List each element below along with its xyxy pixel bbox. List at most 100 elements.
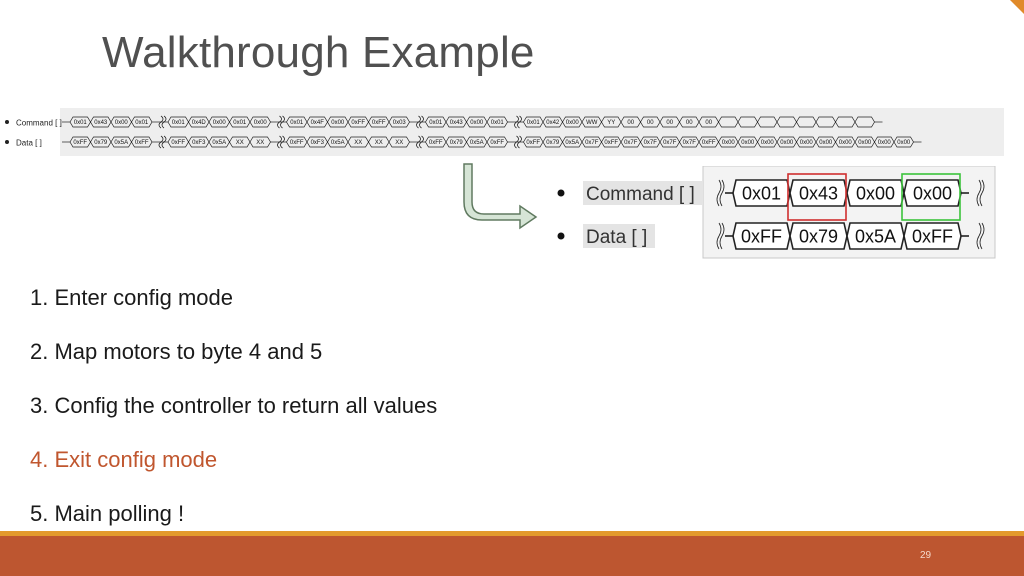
data-byte: 0x00 [741,140,755,146]
data-byte: 0x00 [839,140,853,146]
break-mark [716,179,722,207]
data-byte: 0x7F [683,140,697,146]
highlight-box-green [901,173,961,221]
highlight-box-red [787,173,847,221]
data-byte: 0x00 [761,140,775,146]
footer-accent-line [0,531,1024,536]
corner-accent [1010,0,1024,14]
command-byte: 0x4D [192,120,207,126]
data-byte: 0xFF [702,140,716,146]
command-byte: 0x00 [470,120,484,126]
page-number: 29 [920,550,932,561]
data-byte: XX [256,140,264,146]
data-byte: 0xFF [135,140,149,146]
command-byte: 0x01 [74,120,88,126]
break-mark [719,179,725,207]
data-byte: 0xFF [490,140,504,146]
data-byte: XX [375,140,383,146]
waveform-command-label: Command [ ] [16,119,62,128]
command-byte: WW [586,120,598,126]
command-byte: 00 [666,120,673,126]
data-byte: XX [236,140,244,146]
zoom-data-byte: 0x79 [799,226,838,246]
data-byte: 0x5A [565,140,579,146]
command-byte: 0x01 [135,120,149,126]
steps-list: 1. Enter config mode 2. Map motors to by… [30,282,437,552]
break-mark [976,222,982,250]
command-byte: 0x01 [233,120,247,126]
data-byte: 0xFF [73,140,87,146]
footer-bar [0,536,1024,576]
break-mark [979,222,985,250]
command-byte: 0x42 [546,120,560,126]
command-byte: 0xFF [372,120,386,126]
data-byte: 0x79 [546,140,560,146]
data-byte: 0x7F [624,140,638,146]
data-byte: 0xF3 [311,140,325,146]
waveform-strip: Command [ ] Data [ ] 0x01 0x43 0x00 0x01 0x0… [5,108,1004,156]
data-byte: 0xFF [429,140,443,146]
data-byte: 0x5A [470,140,484,146]
data-byte: 0x00 [780,140,794,146]
zoom-command-byte: 0x00 [913,183,952,203]
command-byte: 0x03 [393,120,407,126]
command-byte: YY [607,120,615,126]
data-byte: 0x00 [897,140,911,146]
command-byte: 00 [686,120,693,126]
command-byte: 0x43 [94,120,108,126]
zoom-arrow-icon [463,163,538,230]
data-byte: 0x7F [585,140,599,146]
command-byte: 0x01 [429,120,443,126]
command-byte: 00 [705,120,712,126]
data-byte: 0xFF [171,140,185,146]
step-item-4: 4. Exit config mode [30,447,218,472]
data-byte: 0xFF [604,140,618,146]
data-byte: 0x7F [663,140,677,146]
bullet-icon [5,140,9,144]
command-byte: 00 [647,120,654,126]
break-mark [719,222,725,250]
zoom-command-byte: 0x01 [742,183,781,203]
break-mark [976,179,982,207]
command-byte: 0x00 [566,120,580,126]
zoom-data-byte: 0xFF [741,226,782,246]
command-byte: 0x00 [254,120,268,126]
zoom-command-label: Command [ ] [586,184,695,205]
step-item-3: 3. Config the controller to return all v… [30,393,438,418]
data-byte: 0x00 [800,140,814,146]
data-byte: XX [395,140,403,146]
zoom-data-byte: 0xFF [912,226,953,246]
break-mark [716,222,722,250]
command-byte: 0x43 [450,120,464,126]
step-item-5: 5. Main polling ! [30,501,185,526]
command-byte: 0xFF [351,120,365,126]
data-byte: 0x5A [331,140,345,146]
waveform-background [60,108,1004,156]
zoom-label-bg [583,224,655,248]
command-byte: 0x01 [491,120,505,126]
data-byte: 0x5A [114,140,128,146]
zoom-command-byte: 0x43 [799,183,838,203]
waveform-data-label: Data [ ] [16,139,42,148]
data-byte: 0x00 [878,140,892,146]
zoom-data-label: Data [ ] [586,227,647,248]
data-byte: 0x00 [858,140,872,146]
command-byte: 0x01 [527,120,541,126]
data-byte: 0xFF [526,140,540,146]
command-byte: 0x00 [331,120,345,126]
command-byte: 0x4F [311,120,325,126]
slide-title: Walkthrough Example [102,28,535,77]
command-byte: 0x01 [290,120,304,126]
break-mark [979,179,985,207]
data-byte: 0x00 [722,140,736,146]
zoom-label-bg [583,181,703,205]
bullet-icon [557,189,565,197]
data-byte: 0xFF [290,140,304,146]
data-byte: 0x7F [644,140,658,146]
bullet-icon [557,232,565,240]
data-byte: XX [354,140,362,146]
